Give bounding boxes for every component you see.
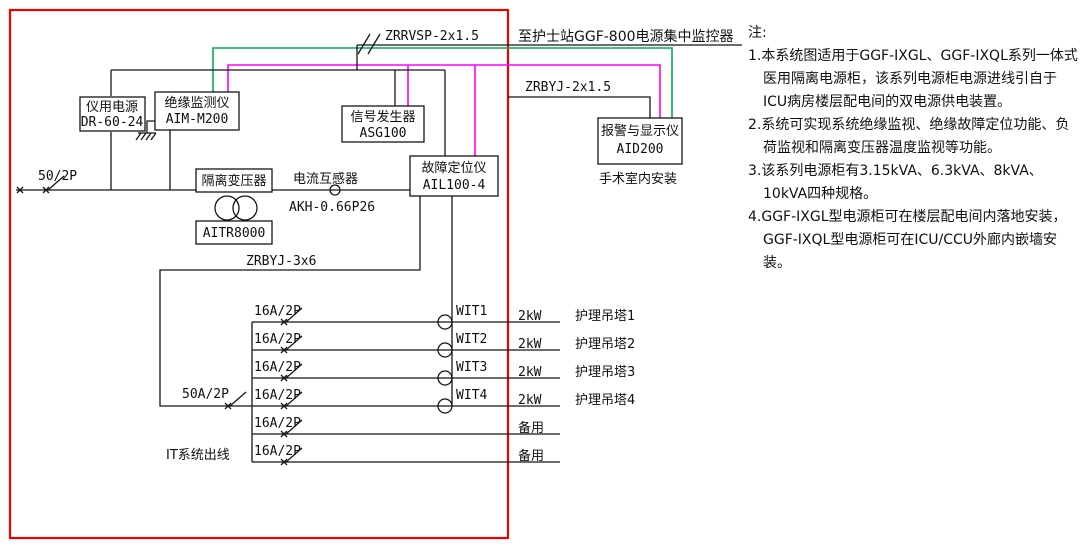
breaker-symbol xyxy=(42,175,65,194)
insulation-monitor-model: AIM-M200 xyxy=(166,112,229,127)
breaker-symbol xyxy=(280,307,303,326)
signal-line-magenta xyxy=(227,64,661,156)
breaker-symbol xyxy=(280,335,303,354)
nurse-station-label: 至护士站GGF-800电源集中监控器 xyxy=(518,28,734,45)
note-number: 4. xyxy=(748,209,762,225)
branch-power-label: 2kW xyxy=(518,337,542,352)
branch-breaker-label: 16A/2P xyxy=(254,416,301,431)
branch-load-label: 护理吊塔2 xyxy=(575,337,635,352)
branch-power-label: 2kW xyxy=(518,365,542,380)
branch-ct-label: WIT2 xyxy=(456,332,487,347)
it-outgoing-label: IT系统出线 xyxy=(166,448,230,463)
instrument-power-box xyxy=(79,96,146,132)
breaker-symbol xyxy=(280,363,303,382)
main-breaker-label: 50A/2P xyxy=(182,387,229,402)
cabinet-outline xyxy=(8,8,510,540)
note-text: GGF-IXGL型电源柜可在楼层配电间内落地安装，GGF-IXQL型电源柜可在I… xyxy=(761,209,1067,271)
signal-generator-name: 信号发生器 xyxy=(350,109,415,125)
note-item: 1.本系统图适用于GGF-IXGL、GGF-IXQL系列一体式医用隔离电源柜，该… xyxy=(748,45,1078,114)
breaker-symbol xyxy=(224,391,247,410)
branch-breaker-label: 16A/2P xyxy=(254,332,301,347)
branch-load-label: 护理吊塔4 xyxy=(575,393,635,408)
instrument-power-model: DR-60-24 xyxy=(81,115,144,130)
branch-load-label: 备用 xyxy=(518,448,544,464)
note-number: 3. xyxy=(748,163,762,179)
note-number: 2. xyxy=(748,117,762,133)
branch-load-label: 护理吊塔1 xyxy=(575,309,635,324)
branch-ct-symbol xyxy=(437,398,453,414)
branch-power-label: 2kW xyxy=(518,309,542,324)
alarm-display-model: AID200 xyxy=(617,142,664,157)
notes-panel: 注: 1.本系统图适用于GGF-IXGL、GGF-IXQL系列一体式医用隔离电源… xyxy=(748,22,1078,275)
branch-breaker-label: 16A/2P xyxy=(254,360,301,375)
breaker-symbol xyxy=(280,447,303,466)
insulation-monitor-box xyxy=(154,91,240,131)
note-item: 3.该系列电源柜有3.15kVA、6.3kVA、8kVA、10kVA四种规格。 xyxy=(748,160,1078,206)
note-text: 该系列电源柜有3.15kVA、6.3kVA、8kVA、10kVA四种规格。 xyxy=(761,163,1043,202)
branch-ct-symbol xyxy=(437,314,453,330)
insulation-monitor-name: 绝缘监测仪 xyxy=(164,95,229,111)
branch-breaker-label: 16A/2P xyxy=(254,444,301,459)
branch-breaker-label: 16A/2P xyxy=(254,304,301,319)
breaker-symbol xyxy=(280,419,303,438)
branch-ct-symbol xyxy=(437,370,453,386)
output-cable-label: ZRBYJ-3x6 xyxy=(246,254,316,269)
isolation-transformer-model: AITR8000 xyxy=(203,226,266,241)
signal-cable-label: ZRRVSP-2x1.5 xyxy=(385,29,479,44)
ground-symbol xyxy=(135,120,157,141)
note-number: 1. xyxy=(748,48,762,64)
alarm-display-name: 报警与显示仪 xyxy=(601,123,679,139)
branch-ct-symbol xyxy=(437,342,453,358)
note-item: 4.GGF-IXGL型电源柜可在楼层配电间内落地安装，GGF-IXQL型电源柜可… xyxy=(748,206,1078,275)
incoming-breaker-label: 50/2P xyxy=(38,169,77,184)
branch-breaker-label: 16A/2P xyxy=(254,388,301,403)
ct-symbol xyxy=(329,184,341,196)
alarm-cable-label: ZRBYJ-2x1.5 xyxy=(525,80,611,95)
instrument-power-name: 仪用电源 xyxy=(86,100,138,115)
branch-ct-label: WIT1 xyxy=(456,304,487,319)
isolation-transformer-name: 隔离变压器 xyxy=(201,173,266,189)
branch-load-label: 护理吊塔3 xyxy=(575,365,635,380)
signal-generator-model: ASG100 xyxy=(360,126,407,141)
alarm-display-location: 手术室内安装 xyxy=(599,171,677,187)
note-item: 2.系统可实现系统绝缘监视、绝缘故障定位功能、负荷监视和隔离变压器温度监视等功能… xyxy=(748,114,1078,160)
branch-load-label: 备用 xyxy=(518,420,544,436)
fault-locator-name: 故障定位仪 xyxy=(421,161,486,176)
fault-locator-model: AIL100-4 xyxy=(423,178,486,193)
note-text: 本系统图适用于GGF-IXGL、GGF-IXQL系列一体式医用隔离电源柜，该系列… xyxy=(761,48,1078,110)
current-transformer-model: AKH-0.66P26 xyxy=(289,200,375,215)
alarm-power-line xyxy=(508,96,651,118)
alarm-display-box xyxy=(597,117,683,165)
transformer-symbol xyxy=(214,195,258,221)
connection-point xyxy=(16,186,24,194)
transformer-model-box xyxy=(195,220,273,245)
isolation-transformer-box xyxy=(195,168,273,193)
notes-title: 注: xyxy=(748,25,767,41)
signal-generator-box xyxy=(341,105,425,143)
breaker-symbol xyxy=(280,391,303,410)
cable-tick-marks xyxy=(357,33,381,55)
main-power-path xyxy=(16,189,421,407)
fault-locator-box xyxy=(409,155,499,197)
branch-ct-label: WIT4 xyxy=(456,388,487,403)
branch-ct-label: WIT3 xyxy=(456,360,487,375)
note-text: 系统可实现系统绝缘监视、绝缘故障定位功能、负荷监视和隔离变压器温度监视等功能。 xyxy=(761,117,1070,156)
current-transformer-name: 电流互感器 xyxy=(293,171,358,187)
monitor-power-lines xyxy=(110,45,446,190)
branch-power-label: 2kW xyxy=(518,393,542,408)
